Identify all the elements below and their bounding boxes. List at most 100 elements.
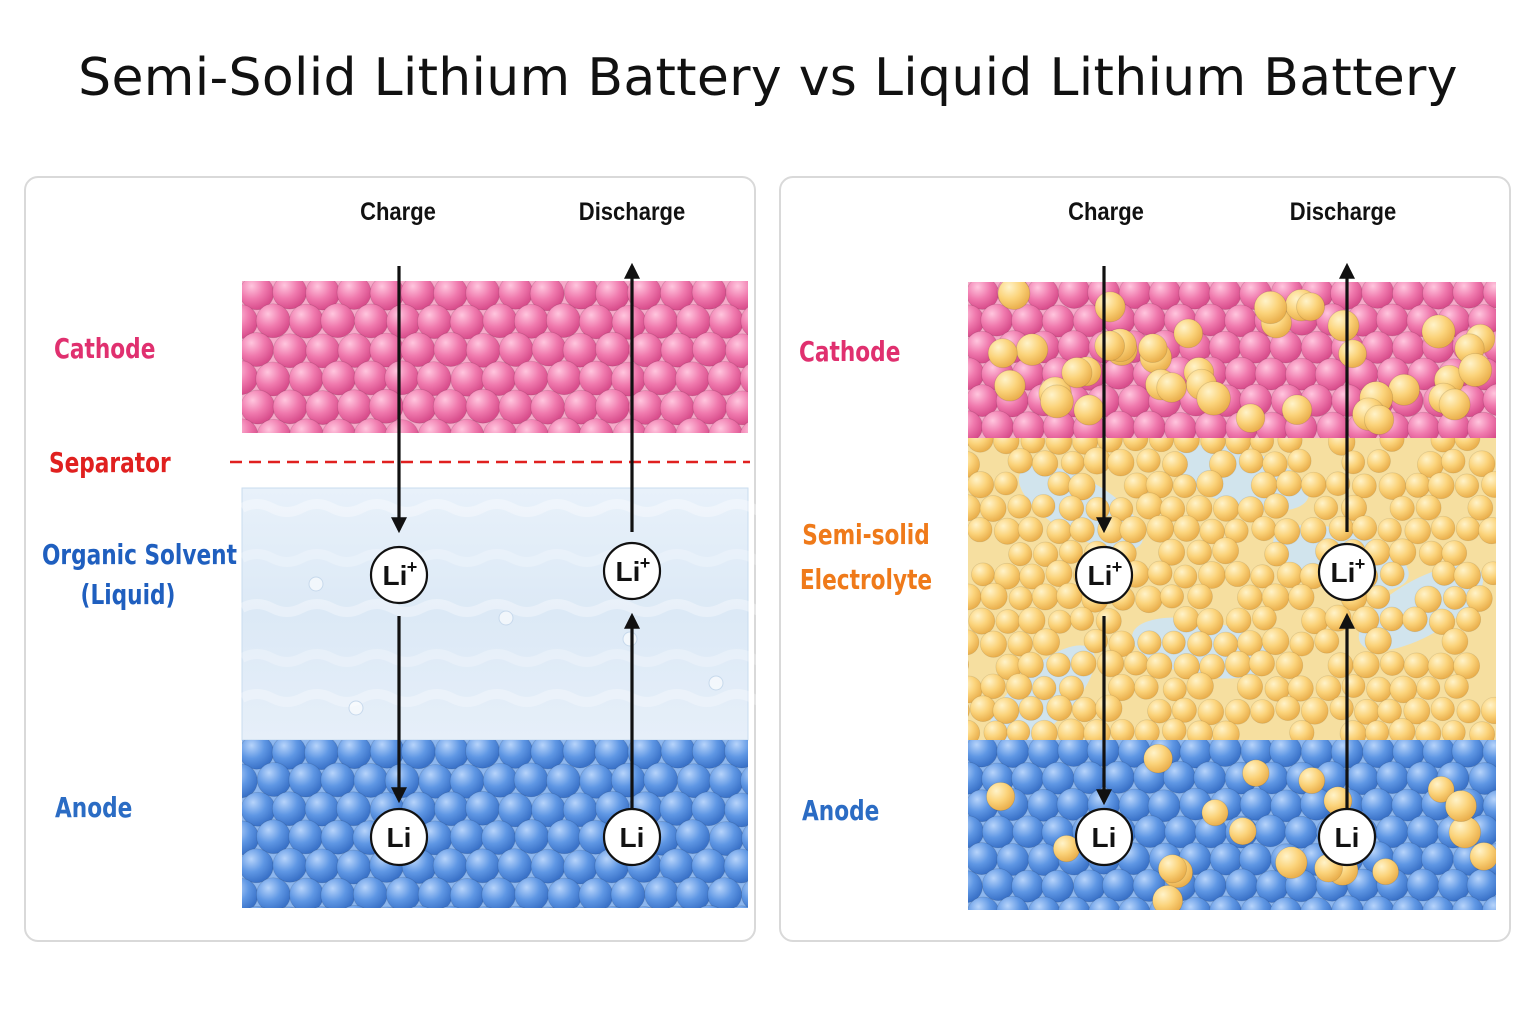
anode-particle — [1209, 895, 1242, 910]
anode-particle — [741, 824, 748, 852]
electrolyte-particle — [1008, 542, 1033, 567]
electrolyte-particle — [968, 583, 982, 611]
cathode-particle — [1482, 282, 1496, 309]
electrolyte-particle — [1366, 449, 1391, 473]
electrolyte-particle — [1441, 540, 1468, 566]
cathode-particle — [289, 418, 324, 433]
cathode-particle — [968, 410, 983, 438]
electrolyte-particle — [1208, 450, 1237, 478]
electrolyte-particle — [1031, 450, 1059, 477]
electrolyte-particle — [986, 781, 1016, 812]
electrolyte-particle — [1351, 515, 1378, 541]
electrolyte-particle — [1006, 719, 1031, 740]
electrolyte-particle — [1251, 516, 1277, 542]
electrolyte-particle — [1444, 790, 1477, 823]
li-ion-charge-charge: + — [407, 557, 418, 577]
electrolyte-particle — [1300, 517, 1327, 544]
cathode-particle — [417, 418, 453, 433]
li-metal-charge-circle — [369, 807, 429, 867]
electrolyte-particle — [1325, 471, 1351, 497]
li-metal-charge-text: Li — [387, 822, 412, 853]
cathode-particle — [242, 389, 276, 425]
anode-particle — [1012, 815, 1045, 849]
anode-particle — [304, 848, 340, 884]
cathode-particle — [725, 390, 748, 426]
electrolyte-particle — [1364, 627, 1392, 655]
electrolyte-particle — [1431, 560, 1457, 586]
electrolyte-particle — [1173, 564, 1198, 589]
anode-particle — [449, 819, 485, 855]
electrolyte-particle — [1427, 775, 1455, 803]
electrolyte-particle — [1276, 561, 1304, 589]
electrolyte-particle — [1173, 438, 1200, 454]
electrolyte-particle — [1133, 674, 1159, 700]
anode-particle — [465, 848, 501, 884]
electrolyte-particle — [1287, 448, 1312, 473]
electrolyte-particle — [969, 695, 997, 722]
electrolyte-particle — [1388, 373, 1421, 406]
electrolyte-particle — [1415, 720, 1442, 740]
anode-particle — [675, 819, 711, 854]
electrolyte-particle — [968, 451, 980, 478]
cathode-particle — [546, 360, 582, 396]
electrolyte-particle — [1430, 515, 1456, 541]
electrolyte-particle — [1061, 357, 1093, 389]
electrolyte-particle — [1015, 333, 1049, 366]
electrolyte-particle — [1465, 584, 1493, 612]
electrolyte-particle — [1404, 517, 1432, 545]
electrolyte-particle — [1005, 673, 1033, 700]
cathode-particle — [1482, 383, 1496, 416]
anode-particle — [1362, 895, 1395, 910]
cathode-particle — [968, 400, 969, 403]
cathode-particle — [288, 303, 324, 339]
electrolyte-particle — [1228, 817, 1257, 846]
anode-particle — [207, 792, 241, 826]
cathode-particle — [242, 360, 259, 395]
solvent-label-line2: (Liquid) — [80, 578, 176, 611]
electrolyte-particle — [1389, 495, 1415, 521]
anode-particle — [1300, 897, 1333, 910]
electrolyte-particle — [1067, 472, 1096, 501]
electrolyte-particle — [1173, 515, 1200, 542]
electrolyte-particle — [994, 471, 1018, 496]
cathode-particle — [708, 417, 743, 433]
electrolyte-particle — [1455, 516, 1481, 542]
electrolyte-particle — [968, 494, 981, 522]
electrolyte-particle — [1300, 697, 1329, 725]
electrolyte-particle — [1046, 518, 1072, 545]
anode-particle — [981, 868, 1015, 902]
anode-particle — [242, 763, 258, 799]
electrolyte-particle — [994, 369, 1026, 402]
electrolyte-particle — [1094, 694, 1123, 723]
electrolyte-particle — [1106, 448, 1135, 477]
electrolyte-particle — [1018, 695, 1044, 721]
electrolyte-particle — [1201, 799, 1229, 827]
electrolyte-particle — [1007, 448, 1034, 474]
anode-particle — [968, 870, 983, 903]
electrolyte-particle — [1162, 677, 1187, 702]
electrolyte-particle — [1366, 584, 1391, 610]
electrolyte-particle — [1236, 673, 1264, 700]
li-metal-discharge-circle — [602, 807, 662, 867]
electrolyte-particle — [1327, 309, 1360, 342]
anode-particle — [1253, 814, 1287, 848]
electrolyte-particle — [1453, 561, 1482, 590]
li-metal-discharge: Li — [1317, 807, 1377, 867]
anode-particle — [207, 735, 241, 769]
cathode-particle — [242, 418, 259, 433]
electrolyte-particle — [1352, 651, 1380, 679]
electrolyte-particle — [1224, 650, 1252, 678]
anode-particle — [1391, 896, 1424, 910]
electrolyte-particle — [1017, 606, 1046, 635]
cathode-particle — [739, 363, 748, 394]
cathode-particle — [402, 388, 437, 424]
cathode-particle — [353, 303, 389, 339]
electrolyte-particle — [1402, 606, 1428, 633]
electrolyte-particle — [1096, 650, 1125, 678]
li-metal-charge: Li — [369, 807, 429, 867]
cathode-particle — [1375, 303, 1409, 337]
cathode-particle — [256, 418, 291, 433]
electrolyte-particle — [1264, 541, 1290, 567]
